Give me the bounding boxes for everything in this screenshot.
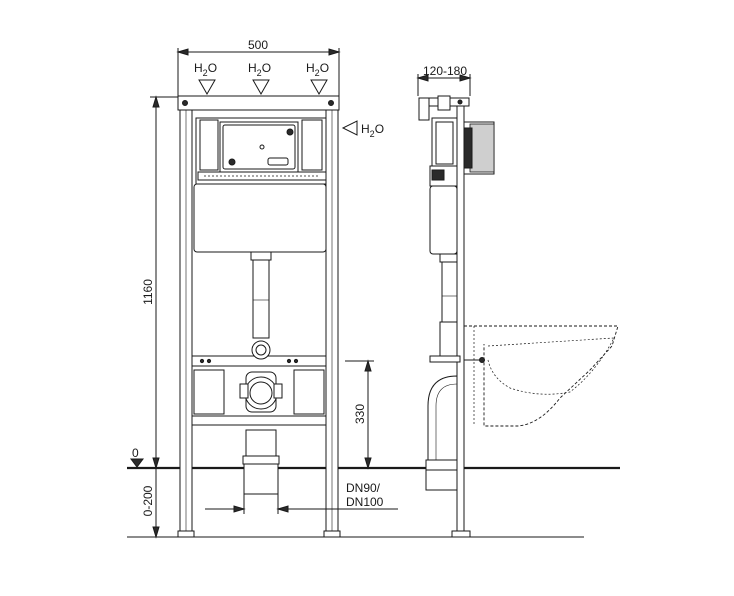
triangle-down-icon	[198, 79, 216, 96]
dim-drain: DN90/ DN100	[205, 481, 398, 514]
cistern-front	[193, 117, 327, 253]
water-inlet-side: H2O	[341, 120, 384, 139]
dim-outlet-height: 330	[345, 359, 374, 470]
outlet-height-label: 330	[353, 404, 367, 424]
bolt-icon	[182, 100, 188, 106]
front-frame	[177, 95, 341, 538]
drain-label-line1: DN90/	[346, 481, 381, 495]
dim-floor-range: 0-200	[141, 468, 160, 539]
drain-label-line2: DN100	[346, 495, 384, 509]
water-inlet-1: H2O	[194, 61, 217, 96]
outlet-front	[239, 371, 283, 413]
dim-depth: 120-180	[416, 64, 472, 96]
svg-text:H2O: H2O	[306, 61, 329, 78]
svg-text:H2O: H2O	[361, 122, 384, 139]
water-inlet-2: H2O	[248, 61, 271, 96]
triangle-left-icon	[341, 120, 358, 136]
floor-zero-label: 0	[132, 446, 139, 460]
dim-width: 500	[176, 38, 341, 96]
svg-text:H2O: H2O	[248, 61, 271, 78]
triangle-down-icon	[252, 79, 270, 96]
drain-pipe-front	[242, 429, 280, 495]
bolt-icon	[328, 100, 334, 106]
width-label: 500	[248, 38, 268, 52]
floor-zero-mark: 0	[130, 446, 144, 468]
svg-text:H2O: H2O	[194, 61, 217, 78]
downpipe-front	[250, 251, 272, 360]
dim-height: 1160	[141, 95, 178, 470]
height-label: 1160	[141, 279, 155, 305]
wc-bowl-side	[464, 325, 619, 427]
triangle-down-icon	[310, 79, 328, 96]
side-frame	[418, 95, 495, 538]
depth-label: 120-180	[423, 64, 467, 78]
floor-range-label: 0-200	[141, 485, 155, 516]
water-inlet-3: H2O	[306, 61, 329, 96]
